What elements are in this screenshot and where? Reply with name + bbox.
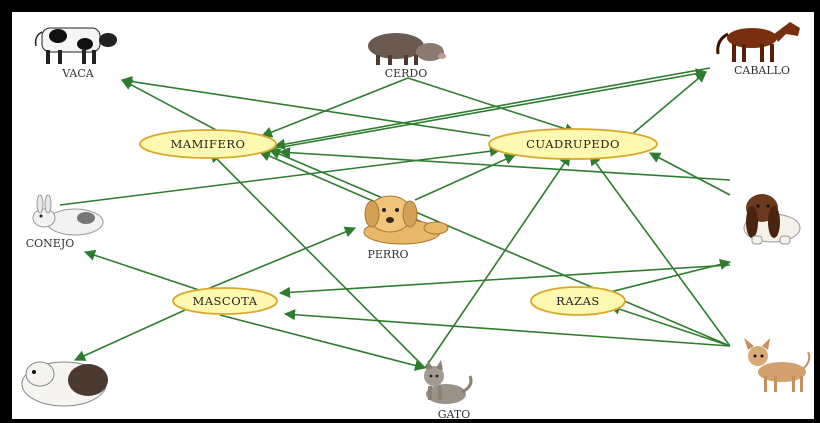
arrows xyxy=(59,67,732,371)
arrow xyxy=(424,154,571,369)
guinea-pig-icon xyxy=(21,361,108,407)
arrow xyxy=(608,303,731,347)
node-mamifero: MAMIFERO xyxy=(139,129,277,159)
arrow xyxy=(219,314,427,371)
animal-label-conejo: CONEJO xyxy=(26,237,75,250)
arrow xyxy=(283,309,731,347)
arrow xyxy=(268,148,731,347)
node-cuadrupedo: CUADRUPEDO xyxy=(488,128,658,160)
arrow xyxy=(273,67,711,150)
arrow xyxy=(407,77,577,135)
arrow xyxy=(209,151,426,369)
arrow xyxy=(278,147,731,181)
cat-icon xyxy=(424,360,473,404)
animal-label-gato: GATO xyxy=(438,408,470,421)
horse-icon xyxy=(716,22,800,62)
arrow xyxy=(204,226,357,291)
node-mascota: MASCOTA xyxy=(172,287,278,315)
animal-label-caballo: CABALLO xyxy=(734,64,790,77)
basset-hound-icon xyxy=(743,194,801,245)
arrow xyxy=(589,154,731,347)
arrow xyxy=(59,145,502,206)
arrow xyxy=(83,249,206,293)
cow-icon xyxy=(34,27,117,64)
node-label: MAMIFERO xyxy=(171,137,246,151)
arrow xyxy=(73,309,186,361)
rabbit-icon xyxy=(32,194,104,236)
node-label: RAZAS xyxy=(556,294,600,308)
dog-icon xyxy=(363,195,449,245)
node-label: MASCOTA xyxy=(192,294,257,308)
pig-icon xyxy=(368,33,446,65)
arrow xyxy=(278,264,731,298)
arrow xyxy=(120,75,491,137)
animal-label-vaca: VACA xyxy=(61,67,95,80)
node-razas: RAZAS xyxy=(530,286,626,316)
animal-label-perro: PERRO xyxy=(367,248,408,261)
animal-label-cerdo: CERDO xyxy=(385,67,428,80)
arrow xyxy=(264,68,708,151)
arrow xyxy=(260,77,409,138)
arrow xyxy=(414,154,517,201)
arrow xyxy=(629,71,707,137)
node-label: CUADRUPEDO xyxy=(526,137,620,151)
chihuahua-icon xyxy=(744,338,811,392)
arrow xyxy=(649,152,731,196)
